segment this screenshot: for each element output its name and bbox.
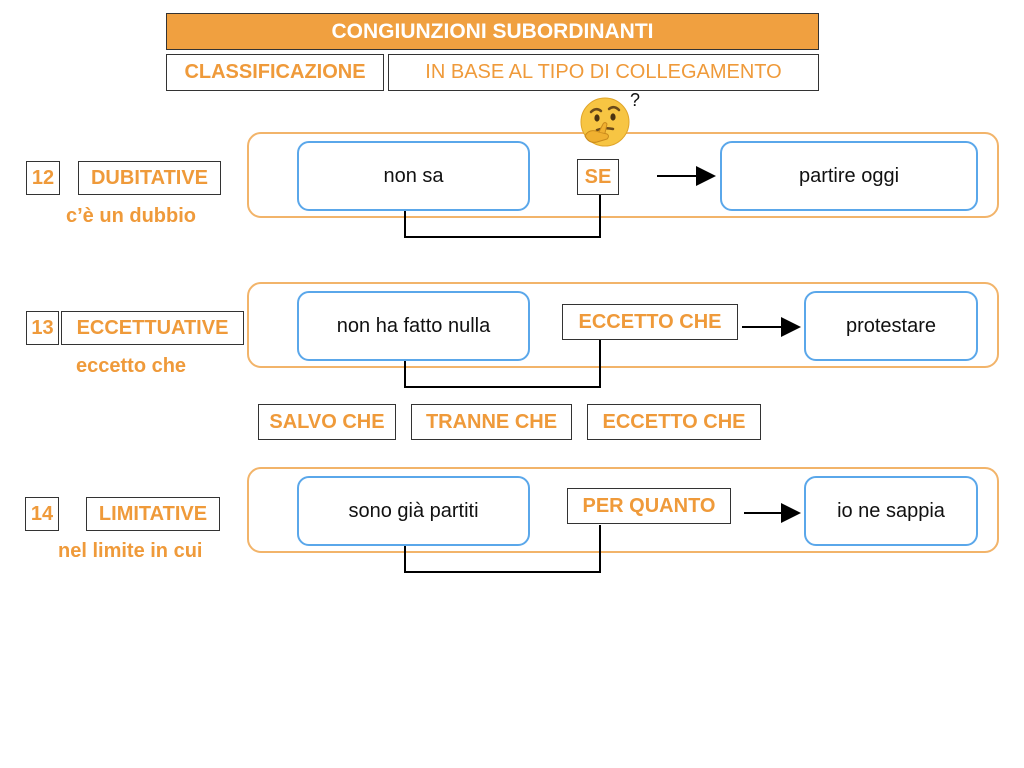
row-12-left-clause: non sa (297, 141, 530, 211)
row-14-right-clause: io ne sappia (804, 476, 978, 546)
row-14-category: LIMITATIVE (86, 497, 220, 531)
row-12-conjunction: SE (577, 159, 619, 195)
classification-label: CLASSIFICAZIONE (166, 54, 384, 91)
alternative-tranne-che: TRANNE CHE (411, 404, 572, 440)
row-14-number: 14 (25, 497, 59, 531)
row-13-category: ECCETTUATIVE (61, 311, 244, 345)
row-12-category: DUBITATIVE (78, 161, 221, 195)
question-mark: ? (630, 90, 641, 110)
alternative-salvo-che: SALVO CHE (258, 404, 396, 440)
classification-value: IN BASE AL TIPO DI COLLEGAMENTO (388, 54, 819, 91)
row-14-meaning: nel limite in cui (58, 540, 203, 562)
row-14-conjunction: PER QUANTO (567, 488, 731, 524)
row-13-left-clause: non ha fatto nulla (297, 291, 530, 361)
row-14-left-clause: sono già partiti (297, 476, 530, 546)
row-13-number: 13 (26, 311, 59, 345)
row-12-number: 12 (26, 161, 60, 195)
page-title: CONGIUNZIONI SUBORDINANTI (166, 13, 819, 50)
row-12-right-clause: partire oggi (720, 141, 978, 211)
row-14-link (404, 525, 601, 573)
thinking-face-icon (577, 96, 633, 148)
row-13-meaning: eccetto che (76, 355, 187, 377)
row-13-link (404, 340, 601, 388)
row-12-link (404, 195, 601, 238)
alternative-eccetto-che: ECCETTO CHE (587, 404, 761, 440)
row-13-right-clause: protestare (804, 291, 978, 361)
row-12-meaning: c’è un dubbio (66, 205, 196, 227)
row-13-conjunction: ECCETTO CHE (562, 304, 738, 340)
